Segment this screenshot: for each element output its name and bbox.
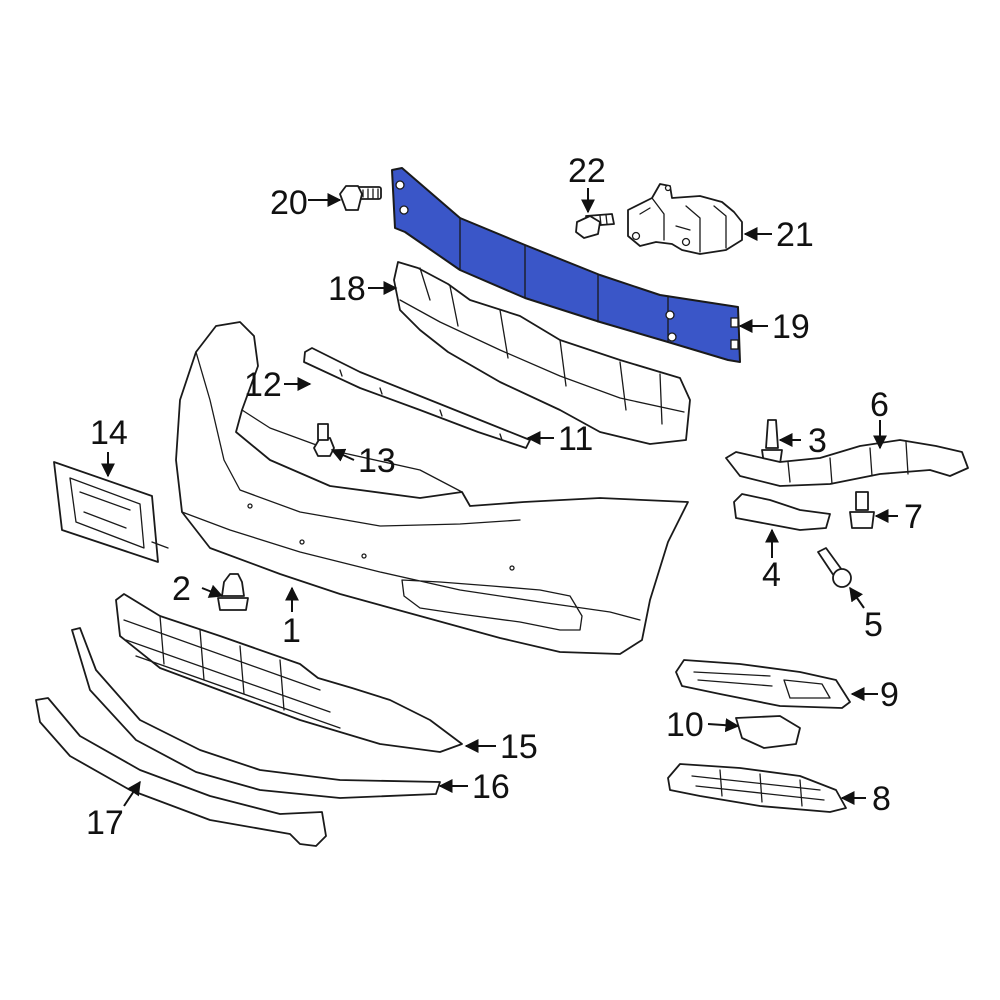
part-17-lower-spoiler[interactable] — [35, 697, 327, 847]
callout-4: 4 — [762, 556, 781, 594]
part-3-bolt[interactable] — [761, 419, 783, 465]
callout-10: 10 — [666, 706, 704, 744]
callout-21: 21 — [776, 216, 814, 254]
callout-22: 22 — [568, 152, 606, 190]
part-8-lower-grille-insert[interactable] — [667, 763, 847, 813]
callout-18: 18 — [328, 270, 366, 308]
callout-16: 16 — [472, 768, 510, 806]
callout-5: 5 — [864, 606, 883, 644]
part-19-bumper-reinforcement-beam[interactable] — [391, 167, 741, 363]
callout-11: 11 — [558, 420, 593, 458]
leader-lines — [101, 188, 898, 807]
part-9-fog-lamp-trim[interactable] — [675, 659, 851, 709]
part-20-bolt[interactable] — [339, 185, 382, 211]
part-6-side-bracket[interactable] — [725, 439, 969, 487]
part-22-bolt[interactable] — [575, 213, 615, 239]
callout-9: 9 — [880, 676, 899, 714]
callout-17: 17 — [86, 804, 124, 842]
part-2-clip[interactable] — [217, 573, 249, 611]
callout-15: 15 — [500, 728, 538, 766]
callout-13: 13 — [358, 442, 396, 480]
callout-2: 2 — [172, 570, 191, 608]
callout-1: 1 — [282, 612, 301, 650]
part-15-lower-grille[interactable] — [115, 593, 463, 753]
callout-labels: 20 22 21 18 19 12 11 13 14 3 6 7 4 5 2 1… — [86, 152, 923, 842]
part-7-bolt[interactable] — [849, 491, 875, 529]
callout-6: 6 — [870, 386, 889, 424]
part-18-energy-absorber[interactable] — [393, 261, 691, 445]
part-10-fog-light-cover[interactable] — [735, 715, 801, 749]
callout-12: 12 — [244, 366, 282, 404]
part-4-retainer[interactable] — [733, 493, 831, 531]
callout-8: 8 — [872, 780, 891, 818]
part-5-screw[interactable] — [817, 547, 852, 588]
callout-3: 3 — [808, 422, 827, 460]
callout-7: 7 — [904, 498, 923, 536]
callout-14: 14 — [90, 414, 128, 452]
part-14-license-plate-bracket[interactable] — [53, 461, 169, 563]
callout-20: 20 — [270, 184, 308, 222]
part-13-clip[interactable] — [313, 423, 335, 457]
part-21-mounting-bracket[interactable] — [627, 183, 743, 255]
callout-19: 19 — [772, 308, 810, 346]
